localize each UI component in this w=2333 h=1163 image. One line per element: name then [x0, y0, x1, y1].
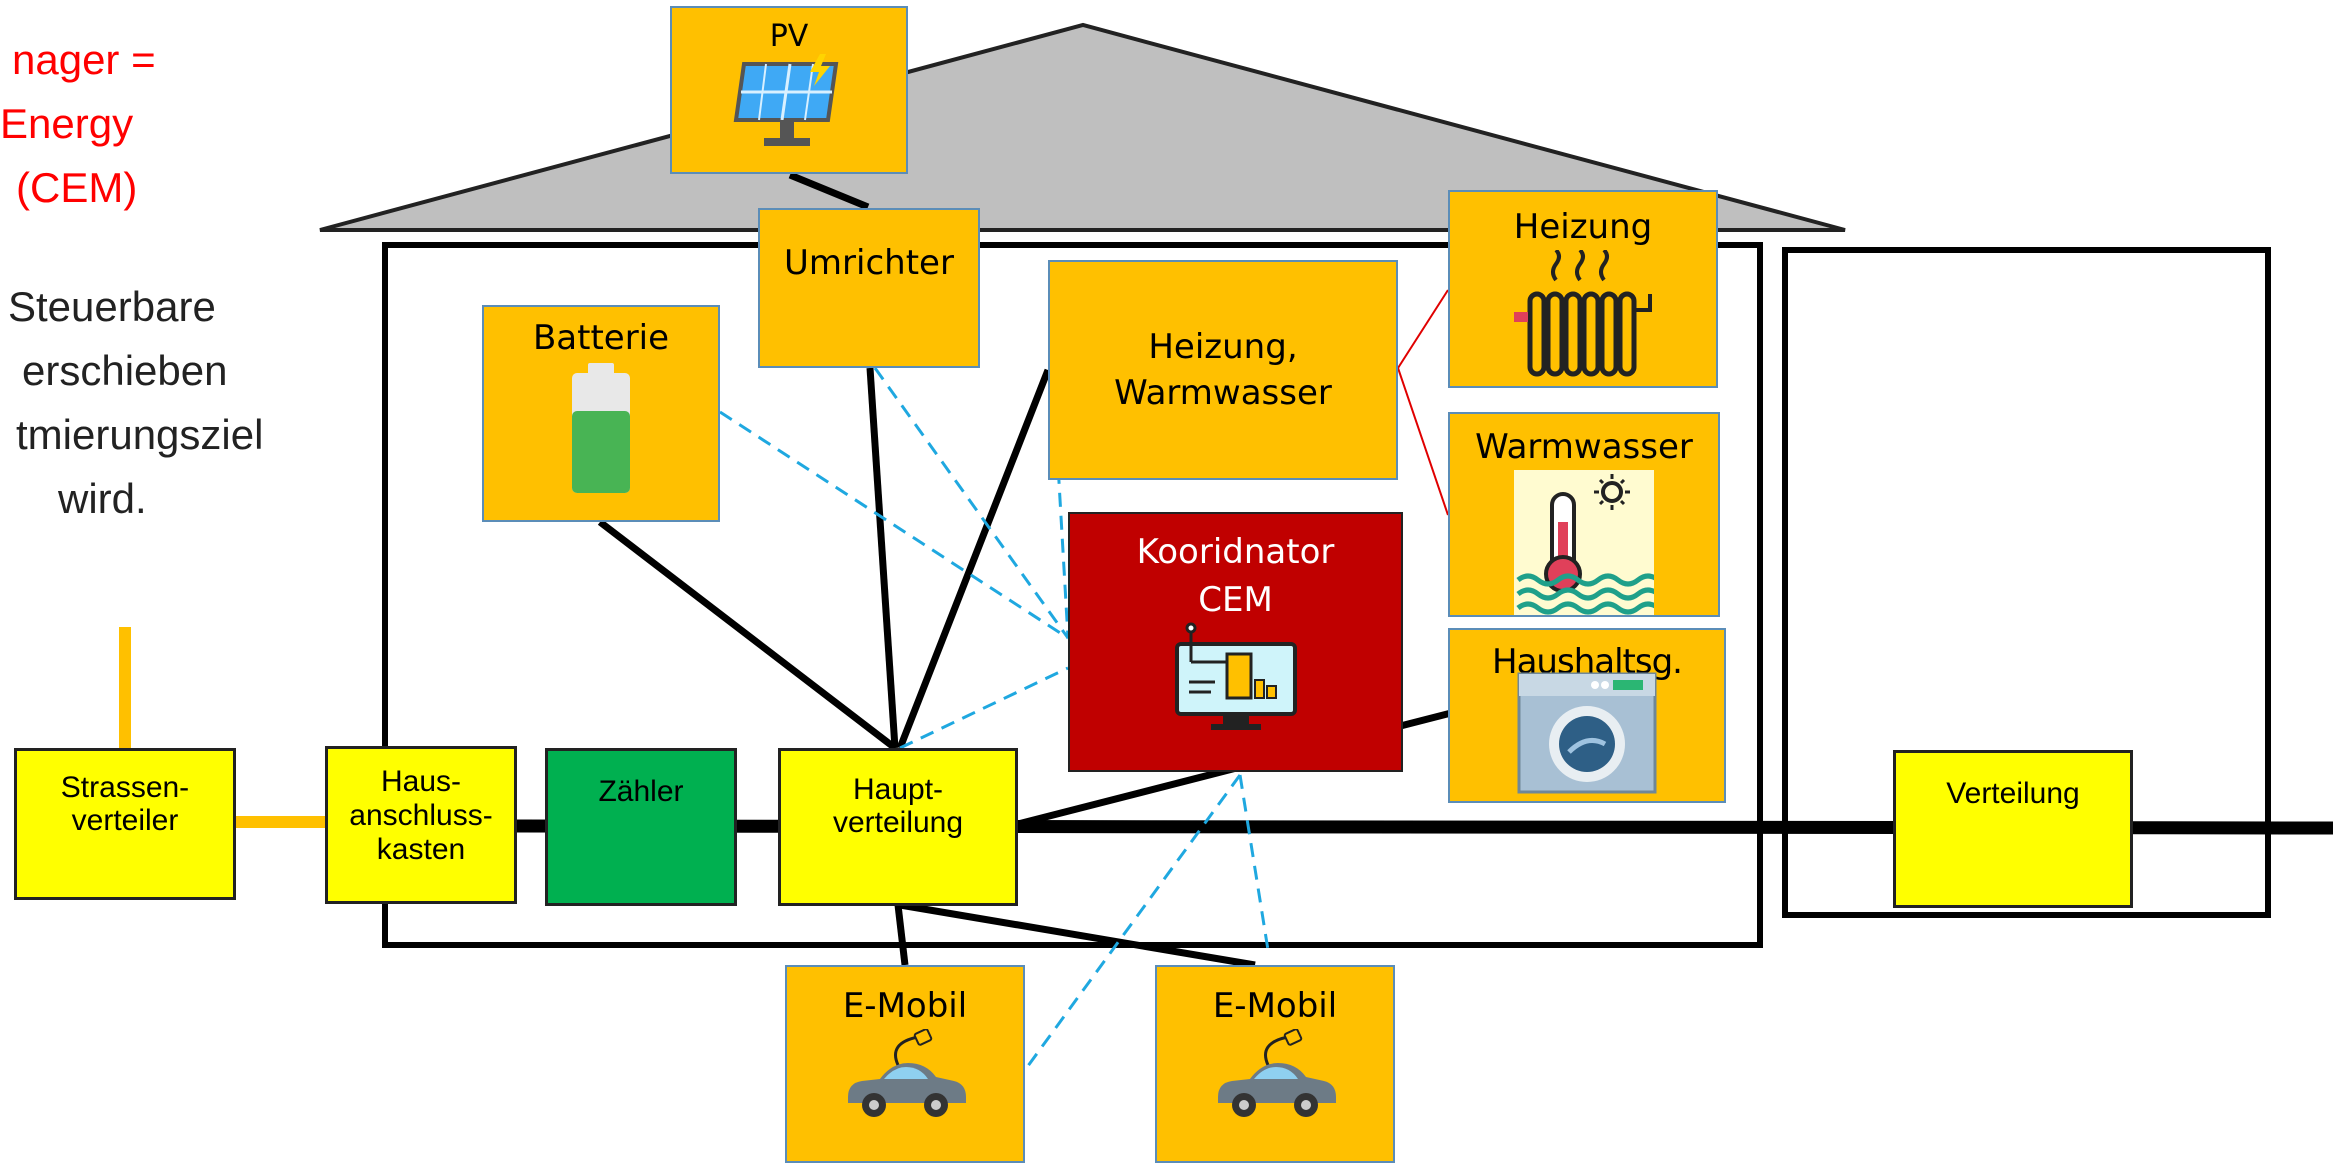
comm-emobil1 — [1023, 774, 1242, 1071]
heizung-box[interactable]: Heizung — [1448, 190, 1718, 388]
comm-batterie — [719, 410, 1069, 640]
strassenverteiler-label-line1: Strassen- — [60, 771, 190, 804]
koordinator-label-line2: CEM — [1198, 580, 1273, 620]
annotation-red-line: nager = — [12, 36, 156, 83]
hausanschlusskasten-box[interactable]: Haus- anschluss- kasten — [325, 746, 517, 904]
hauptverteilung-box[interactable]: Haupt- verteilung — [778, 748, 1018, 906]
heizung-label: Heizung — [1513, 207, 1653, 247]
umrichter-box[interactable]: Umrichter — [758, 208, 980, 368]
pv-box[interactable]: PV — [670, 6, 908, 174]
hausanschlusskasten-label-line2: anschluss- — [349, 799, 493, 832]
comm-emobil2 — [1238, 774, 1270, 951]
line-batterie-haupt — [597, 519, 898, 751]
battery-icon — [572, 363, 630, 493]
thermometer-water-icon — [1514, 470, 1654, 615]
batterie-box[interactable]: Batterie — [482, 305, 720, 522]
neighbor-building-outline — [1782, 247, 2271, 918]
strassenverteiler-box[interactable]: Strassen- verteiler — [14, 748, 236, 900]
comm-haupt — [899, 666, 1069, 750]
koordinator-box[interactable]: Kooridnator CEM — [1068, 512, 1403, 772]
line-umrichter-haupt — [866, 367, 899, 749]
annotation-body-line: Steuerbare — [8, 283, 216, 330]
heizung-warmwasser-label-line2: Warmwasser — [1114, 373, 1332, 413]
verteilung-box[interactable]: Verteilung — [1893, 750, 2133, 908]
warmwasser-label: Warmwasser — [1475, 427, 1693, 467]
strassenverteiler-label-line2: verteiler — [71, 804, 179, 837]
annotation-body-line: erschieben — [22, 347, 228, 394]
annotation-body-line: tmierungsziel — [16, 411, 264, 458]
heizung-warmwasser-box[interactable]: Heizung, Warmwasser — [1048, 260, 1398, 480]
electric-car-icon — [848, 1029, 966, 1117]
hauptverteilung-label-line2: verteilung — [832, 806, 964, 839]
connector-warmwasser — [1397, 367, 1449, 516]
hausanschlusskasten-label-line3: kasten — [376, 833, 466, 866]
zaehler-box[interactable]: Zähler — [545, 748, 737, 906]
emobil-label-2: E-Mobil — [1212, 986, 1338, 1026]
emobil-box-1[interactable]: E-Mobil — [785, 965, 1025, 1163]
emobil-label-1: E-Mobil — [842, 986, 968, 1026]
comm-heizung — [1051, 377, 1070, 639]
warmwasser-box[interactable]: Warmwasser — [1448, 412, 1720, 617]
koordinator-label-line1: Kooridnator — [1136, 532, 1335, 572]
hausanschlusskasten-label-line1: Haus- — [380, 765, 462, 798]
hauptverteilung-label-line1: Haupt- — [852, 773, 944, 806]
heizung-warmwasser-label-line1: Heizung, — [1148, 327, 1298, 367]
annotation-red-line: (CEM) — [16, 164, 138, 211]
radiator-icon — [1514, 250, 1652, 377]
annotation-red-text: nager = Energy (CEM) — [0, 28, 156, 220]
annotation-red-line: Energy — [0, 100, 134, 147]
connector-heizung — [1397, 289, 1449, 369]
house-outline — [382, 242, 1763, 948]
solar-panel-icon — [733, 54, 839, 146]
washing-machine-icon — [1517, 672, 1657, 794]
annotation-body-line: wird. — [58, 475, 147, 522]
annotation-body-text: Steuerbare erschieben tmierungsziel wird… — [0, 275, 263, 531]
emobil-box-2[interactable]: E-Mobil — [1155, 965, 1395, 1163]
umrichter-label: Umrichter — [784, 243, 954, 283]
electric-car-icon — [1218, 1029, 1336, 1117]
monitor-control-icon — [1174, 622, 1297, 730]
line-pv-umrichter — [788, 171, 870, 211]
verteilung-label: Verteilung — [1946, 777, 2080, 810]
zaehler-label: Zähler — [598, 775, 684, 808]
line-heizung-haupt — [896, 368, 1052, 750]
comm-umrichter — [873, 367, 1070, 639]
line-haupt-emobil2 — [899, 901, 1256, 969]
line-haupt-emobil1 — [894, 904, 909, 966]
haushaltsg-box[interactable]: Haushaltsg. — [1448, 628, 1726, 803]
batterie-label: Batterie — [532, 318, 670, 358]
pv-label: PV — [769, 19, 809, 54]
